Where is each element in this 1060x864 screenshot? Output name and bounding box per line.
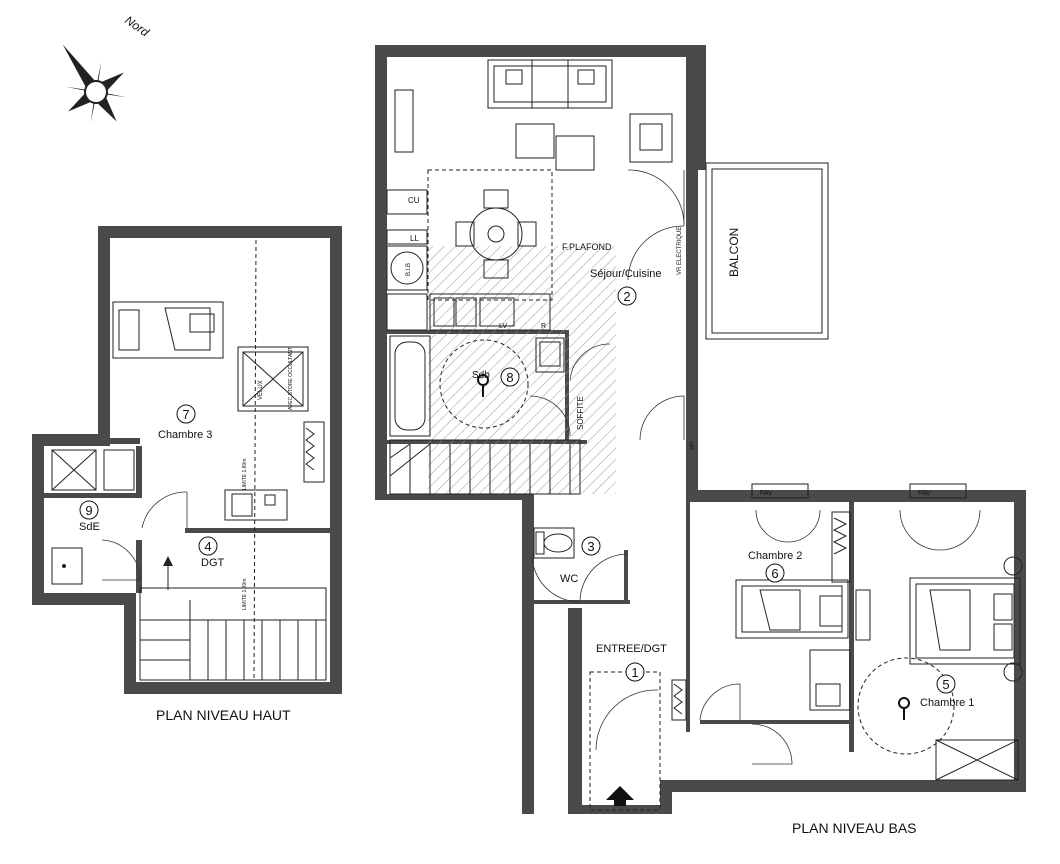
- bed-chambre-2: [735, 579, 849, 639]
- room-2-sejour: Séjour/Cuisine 2: [590, 268, 662, 306]
- room-number: 7: [182, 407, 189, 422]
- faux-plafond-area: [428, 246, 616, 494]
- wc: [533, 527, 575, 559]
- plan-niveau-bas: BALCON F.PLAFOND SOFFITE: [375, 45, 1026, 814]
- stairs-bas: [389, 439, 581, 495]
- vr-electrique-label: VR ELECTRIQUE: [677, 227, 683, 275]
- balcon-label: BALCON: [727, 228, 741, 277]
- velux-label: VELUX: [258, 380, 264, 400]
- fav-label-1: FAV: [760, 490, 773, 497]
- room-name: WC: [560, 573, 578, 585]
- fav-label-2: FAV: [918, 490, 931, 497]
- room-5-chambre-1: 5 Chambre 1: [920, 674, 974, 709]
- bathroom-sdb: [389, 335, 565, 437]
- room-4-dgt: 4 DGT: [198, 536, 225, 569]
- room-name: SdE: [79, 521, 100, 533]
- room-number: 4: [204, 539, 211, 554]
- bib-label: B.I.B: [406, 263, 412, 276]
- ballon-eau-chaude: [390, 251, 424, 285]
- room-8-sdb: Sdb 8: [472, 367, 520, 387]
- limite-label-2: LIMITE 1.80m: [242, 579, 248, 610]
- velux: [237, 346, 309, 412]
- ll-label: LL: [410, 234, 419, 243]
- room-name: Séjour/Cuisine: [590, 268, 662, 280]
- compass-north-point: [62, 44, 98, 92]
- entrance-arrow-icon: [606, 786, 634, 806]
- room-number: 8: [506, 370, 513, 385]
- bed-chambre-3: [112, 301, 224, 359]
- vr-label: VR: [690, 441, 696, 450]
- plan-title-haut: PLAN NIVEAU HAUT: [156, 707, 291, 723]
- room-name: Chambre 2: [748, 550, 802, 562]
- store-label: AVEC STORE OCCULTANT: [288, 347, 294, 410]
- dining-table: [427, 169, 553, 301]
- lv-label: LV: [499, 323, 507, 330]
- bed-chambre-1: [909, 577, 1021, 665]
- compass: Nord: [62, 13, 152, 123]
- room-name: DGT: [201, 557, 225, 569]
- room-labels: ENTREE/DGT 1 Séjour/Cuisine 2 WC 3 4 DGT…: [79, 268, 974, 709]
- room-name: Sdb: [472, 370, 490, 381]
- room-name: Chambre 3: [158, 429, 212, 441]
- room-number: 9: [85, 503, 92, 518]
- room-name: Chambre 1: [920, 697, 974, 709]
- room-9-sde: 9 SdE: [79, 500, 100, 533]
- room-number: 5: [942, 677, 949, 692]
- balcony: BALCON: [705, 162, 829, 340]
- room-number: 2: [623, 289, 630, 304]
- room-3-wc: WC 3: [560, 536, 601, 585]
- fplafond-label: F.PLAFOND: [562, 242, 612, 252]
- r-label: R: [541, 323, 546, 330]
- room-1-entree: ENTREE/DGT 1: [596, 643, 667, 682]
- limite-label-1: LIMITE 1.80m: [242, 459, 248, 490]
- room-number: 6: [771, 566, 778, 581]
- plan-title-bas: PLAN NIVEAU BAS: [792, 820, 917, 836]
- plan-niveau-haut: VELUX AVEC STORE OCCULTANT LIMITE 1.80m …: [32, 226, 342, 694]
- room-name: ENTREE/DGT: [596, 643, 667, 655]
- cu-label: CU: [408, 196, 420, 205]
- stairs-haut: [139, 556, 327, 681]
- sofa: [487, 59, 613, 109]
- room-7-chambre-3: 7 Chambre 3: [158, 404, 212, 441]
- room-number: 3: [587, 539, 594, 554]
- room-number: 1: [631, 665, 638, 680]
- room-6-chambre-2: Chambre 2 6: [748, 550, 802, 583]
- compass-label: Nord: [122, 13, 152, 40]
- soffite-label: SOFFITE: [576, 396, 585, 430]
